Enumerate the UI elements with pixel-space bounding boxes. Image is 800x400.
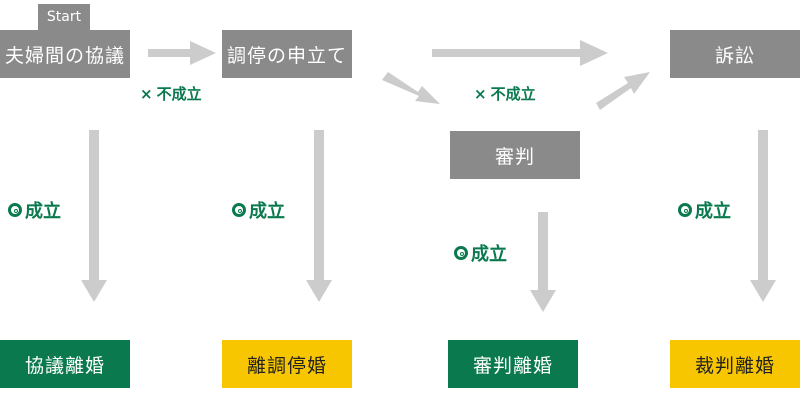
label-seiritsu-3: 成立 bbox=[454, 240, 507, 266]
label-seiritsu-2: 成立 bbox=[232, 197, 285, 223]
arrow-chotei-down bbox=[306, 130, 332, 302]
arrow-sosho-down bbox=[750, 130, 776, 302]
step-shinpan: 審判 bbox=[450, 131, 580, 179]
arrow-shinpan-to-sosho bbox=[596, 72, 650, 110]
step-sosho: 訴訟 bbox=[670, 30, 800, 78]
double-circle-icon bbox=[232, 203, 246, 217]
double-circle-icon bbox=[8, 203, 22, 217]
x-mark-icon: × bbox=[140, 84, 153, 103]
outcome-kyogi-rikon: 協議離婚 bbox=[0, 340, 130, 388]
double-circle-icon bbox=[454, 246, 468, 260]
label-seiritsu-3-text: 成立 bbox=[471, 244, 507, 265]
label-fuseiritsu-1-text: 不成立 bbox=[156, 85, 202, 103]
label-seiritsu-1: 成立 bbox=[8, 197, 61, 223]
label-seiritsu-4: 成立 bbox=[678, 197, 731, 223]
x-mark-icon: × bbox=[474, 84, 487, 103]
label-fuseiritsu-1: × 不成立 bbox=[140, 83, 202, 104]
arrow-chotei-to-shinpan bbox=[382, 72, 440, 104]
outcome-chotei-rikon: 離調停婚 bbox=[222, 340, 352, 388]
step-kyogi: 夫婦間の協議 bbox=[0, 30, 130, 78]
step-chotei: 調停の申立て bbox=[222, 30, 352, 78]
outcome-shinpan-rikon: 審判離婚 bbox=[448, 340, 578, 388]
arrow-shinpan-down bbox=[530, 212, 556, 312]
arrow-chotei-to-sosho bbox=[432, 40, 608, 66]
outcome-saiban-rikon: 裁判離婚 bbox=[670, 340, 800, 388]
double-circle-icon bbox=[678, 203, 692, 217]
label-fuseiritsu-2-text: 不成立 bbox=[490, 85, 536, 103]
label-seiritsu-2-text: 成立 bbox=[249, 201, 285, 222]
label-seiritsu-4-text: 成立 bbox=[695, 201, 731, 222]
label-fuseiritsu-2: × 不成立 bbox=[474, 83, 536, 104]
label-seiritsu-1-text: 成立 bbox=[25, 201, 61, 222]
arrow-kyogi-to-chotei bbox=[148, 41, 216, 65]
start-tag: Start bbox=[38, 4, 90, 30]
arrow-kyogi-down bbox=[81, 130, 107, 302]
